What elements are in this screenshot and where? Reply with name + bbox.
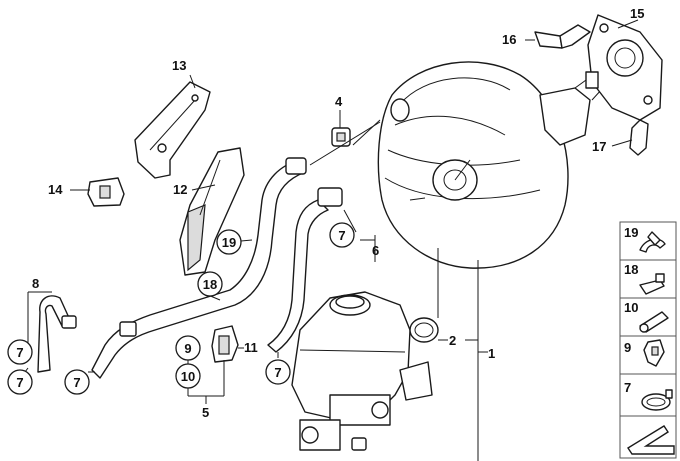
svg-text:7: 7: [624, 380, 631, 395]
callout-12: 12: [173, 182, 187, 197]
callout-9: 9: [175, 335, 201, 361]
callout-1: 1: [488, 346, 495, 361]
callout-17: 17: [592, 139, 606, 154]
callout-5: 5: [202, 405, 209, 420]
svg-text:19: 19: [624, 225, 638, 240]
grommet-14[interactable]: [87, 177, 125, 207]
svg-text:7: 7: [16, 345, 23, 360]
callout-10: 10: [175, 363, 201, 389]
callout-8: 8: [32, 276, 39, 291]
mounting-plate[interactable]: [587, 14, 663, 121]
callout-14: 14: [48, 182, 63, 197]
svg-text:10: 10: [624, 300, 638, 315]
callout-11: 11: [244, 340, 258, 355]
svg-text:7: 7: [338, 228, 345, 243]
callout-7-lower: 7: [265, 359, 291, 385]
callout-2: 2: [449, 333, 456, 348]
hose-8[interactable]: [37, 295, 77, 373]
callout-18: 18: [197, 271, 223, 297]
check-valve-4[interactable]: [331, 127, 351, 147]
grommet-11[interactable]: [211, 325, 239, 363]
callout-13: 13: [172, 58, 186, 73]
svg-text:9: 9: [184, 341, 191, 356]
legend-item-18[interactable]: 18: [624, 262, 665, 295]
legend-item-7[interactable]: 7: [624, 380, 673, 411]
svg-text:18: 18: [203, 277, 217, 292]
clip-17[interactable]: [629, 119, 649, 156]
legend-direction-arrow-icon: [627, 425, 675, 455]
legend-item-10[interactable]: 10: [624, 300, 669, 333]
callout-7-left-lower: 7: [7, 369, 33, 395]
callouts: 4 13 12 14 16 15 17 8 6 11 5 2 1: [32, 6, 644, 420]
bracket-12[interactable]: [179, 147, 245, 276]
svg-text:7: 7: [73, 375, 80, 390]
circled-callouts: 19 18 7 9 10 7 7 7: [7, 222, 355, 395]
callout-7-left-upper: 7: [7, 339, 33, 365]
legend-item-9[interactable]: 9: [624, 339, 665, 367]
brake-booster[interactable]: [377, 61, 613, 269]
legend-item-19[interactable]: 19: [624, 225, 666, 253]
callout-19: 19: [216, 229, 242, 255]
svg-text:7: 7: [16, 375, 23, 390]
o-ring-2[interactable]: [409, 317, 439, 343]
callout-6: 6: [372, 243, 379, 258]
svg-text:18: 18: [624, 262, 638, 277]
vacuum-connector[interactable]: [534, 24, 599, 89]
callout-16: 16: [502, 32, 516, 47]
callout-15: 15: [630, 6, 644, 21]
callout-7-hose: 7: [329, 222, 355, 248]
svg-text:7: 7: [274, 365, 281, 380]
leader-lines: [21, 19, 639, 461]
svg-text:10: 10: [181, 369, 195, 384]
vacuum-hose-upper[interactable]: [91, 157, 307, 379]
nut[interactable]: [351, 437, 367, 451]
legend-panel: 19 18 10 9 7: [619, 221, 677, 459]
master-cylinder[interactable]: [291, 291, 433, 451]
svg-text:9: 9: [624, 340, 631, 355]
vacuum-hose-lower[interactable]: [267, 187, 343, 353]
bracket-13[interactable]: [134, 81, 211, 179]
callout-4: 4: [335, 94, 343, 109]
svg-text:19: 19: [222, 235, 236, 250]
callout-7-hose-end: 7: [64, 369, 90, 395]
